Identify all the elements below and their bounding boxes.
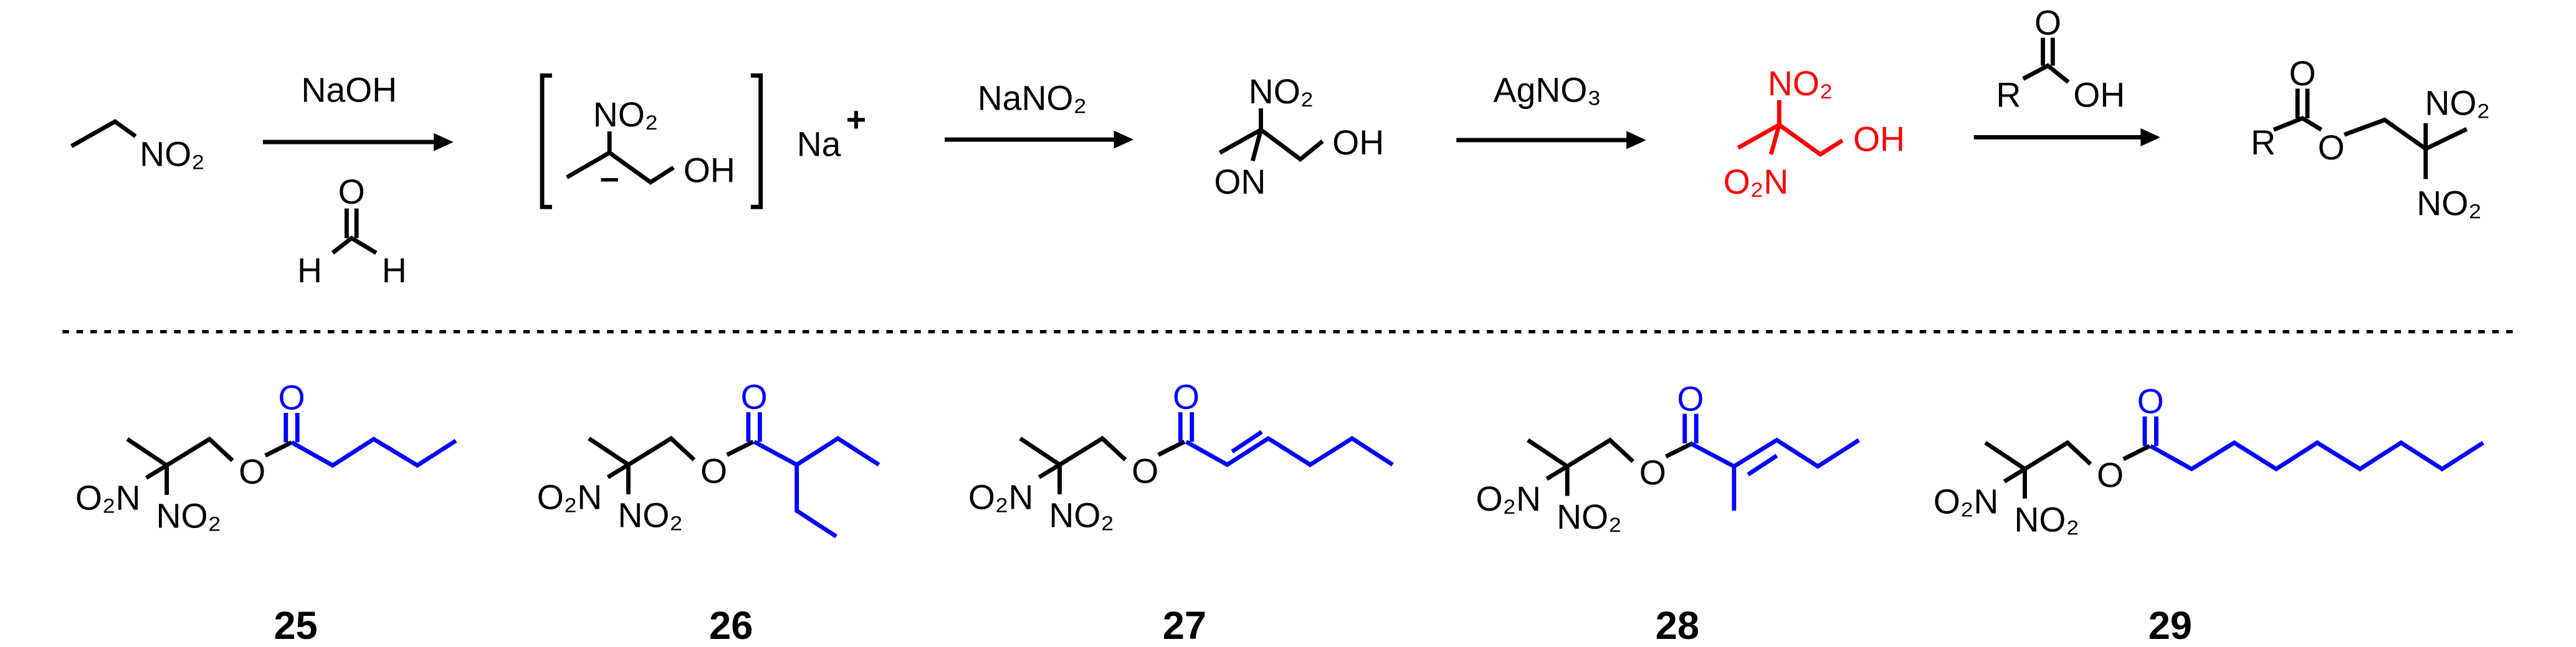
compound-27: O O₂N NO₂ O: [968, 378, 1394, 534]
dinitro-alcohol: NO₂ O₂N OH: [1724, 64, 1905, 201]
nitroso-nitro-alcohol: NO₂ ON OH: [1214, 72, 1384, 201]
reaction-arrow-2: NaNO₂: [944, 79, 1134, 149]
oxygen-label: O: [2035, 3, 2061, 42]
compound-number: 29: [2149, 604, 2192, 647]
nitro-label: O₂N: [1934, 482, 1999, 521]
compound-number: 26: [709, 604, 753, 647]
r-group-label: R: [1996, 75, 2021, 114]
nitro-label: NO₂: [2014, 500, 2079, 539]
compound-number: 27: [1163, 604, 1206, 647]
nitronate-intermediate: NO₂ OH – Na +: [540, 73, 866, 209]
ester-oxygen-label: O: [700, 451, 727, 490]
carbonyl-oxygen-label: O: [2137, 382, 2164, 420]
reagent-agno3: AgNO₃: [1494, 70, 1601, 109]
ester-oxygen-label: O: [1639, 453, 1666, 492]
hydroxyl-label: OH: [1853, 120, 1905, 159]
ester-oxygen-label: O: [2097, 456, 2124, 494]
formaldehyde: O H H: [297, 172, 407, 290]
ester-oxygen-label: O: [2318, 128, 2345, 167]
compound-26: O O₂N NO₂ O: [537, 378, 880, 539]
nitro-label: NO₂: [1049, 496, 1114, 534]
reaction-arrow-4: [1973, 128, 2160, 146]
reaction-arrow-1: NaOH: [262, 70, 454, 151]
sodium-counterion: Na: [797, 125, 841, 164]
nitro-label: NO₂: [156, 497, 221, 536]
positive-charge: +: [846, 100, 866, 139]
nitro-label: O₂N: [968, 478, 1034, 516]
carbonyl-oxygen-label: O: [741, 378, 768, 417]
nitro-label: NO₂: [1768, 64, 1833, 103]
nitro-label: NO₂: [1557, 498, 1622, 536]
hydroxyl-label: OH: [2073, 75, 2125, 114]
carboxylic-acid-reagent: O R OH: [1996, 3, 2125, 114]
hydrogen-label: H: [297, 252, 322, 290]
compound-29: O O₂N NO₂ O: [1934, 382, 2484, 539]
oxygen-label: O: [2289, 54, 2316, 93]
nitro-label: NO₂: [1249, 72, 1314, 111]
nitro-label: NO₂: [2416, 184, 2482, 222]
nitroethane: NO₂: [70, 119, 205, 173]
nitroso-label: ON: [1214, 163, 1266, 201]
r-group-label: R: [2251, 123, 2276, 162]
reaction-arrow-3: AgNO₃: [1456, 70, 1646, 149]
carbonyl-oxygen-label: O: [1677, 379, 1704, 418]
oxygen-label: O: [338, 172, 365, 211]
nitro-label: O₂N: [1476, 479, 1541, 518]
compound-number: 28: [1656, 604, 1699, 647]
compound-number: 25: [274, 604, 317, 647]
carbonyl-oxygen-label: O: [1173, 378, 1200, 417]
ester-oxygen-label: O: [1132, 451, 1158, 490]
hydroxyl-label: OH: [684, 151, 735, 190]
hydrogen-label: H: [382, 252, 407, 290]
nitro-label: NO₂: [2425, 84, 2490, 123]
compound-25: O O₂N NO₂ O: [75, 379, 457, 536]
nitro-label: NO₂: [140, 135, 205, 173]
nitro-label: O₂N: [75, 479, 141, 517]
nitro-label: NO₂: [618, 496, 683, 534]
reagent-nano2: NaNO₂: [978, 79, 1087, 118]
carbonyl-oxygen-label: O: [278, 379, 305, 417]
nitro-label: NO₂: [593, 95, 659, 134]
negative-charge: –: [600, 158, 619, 196]
hydroxyl-label: OH: [1332, 123, 1384, 162]
reagent-naoh: NaOH: [301, 70, 397, 109]
compound-28: O O₂N NO₂ O: [1476, 379, 1861, 536]
ester-product: O R O NO₂ NO₂: [2251, 54, 2490, 222]
nitro-label: O₂N: [1724, 163, 1789, 201]
nitro-label: O₂N: [537, 478, 603, 516]
ester-oxygen-label: O: [239, 452, 265, 491]
